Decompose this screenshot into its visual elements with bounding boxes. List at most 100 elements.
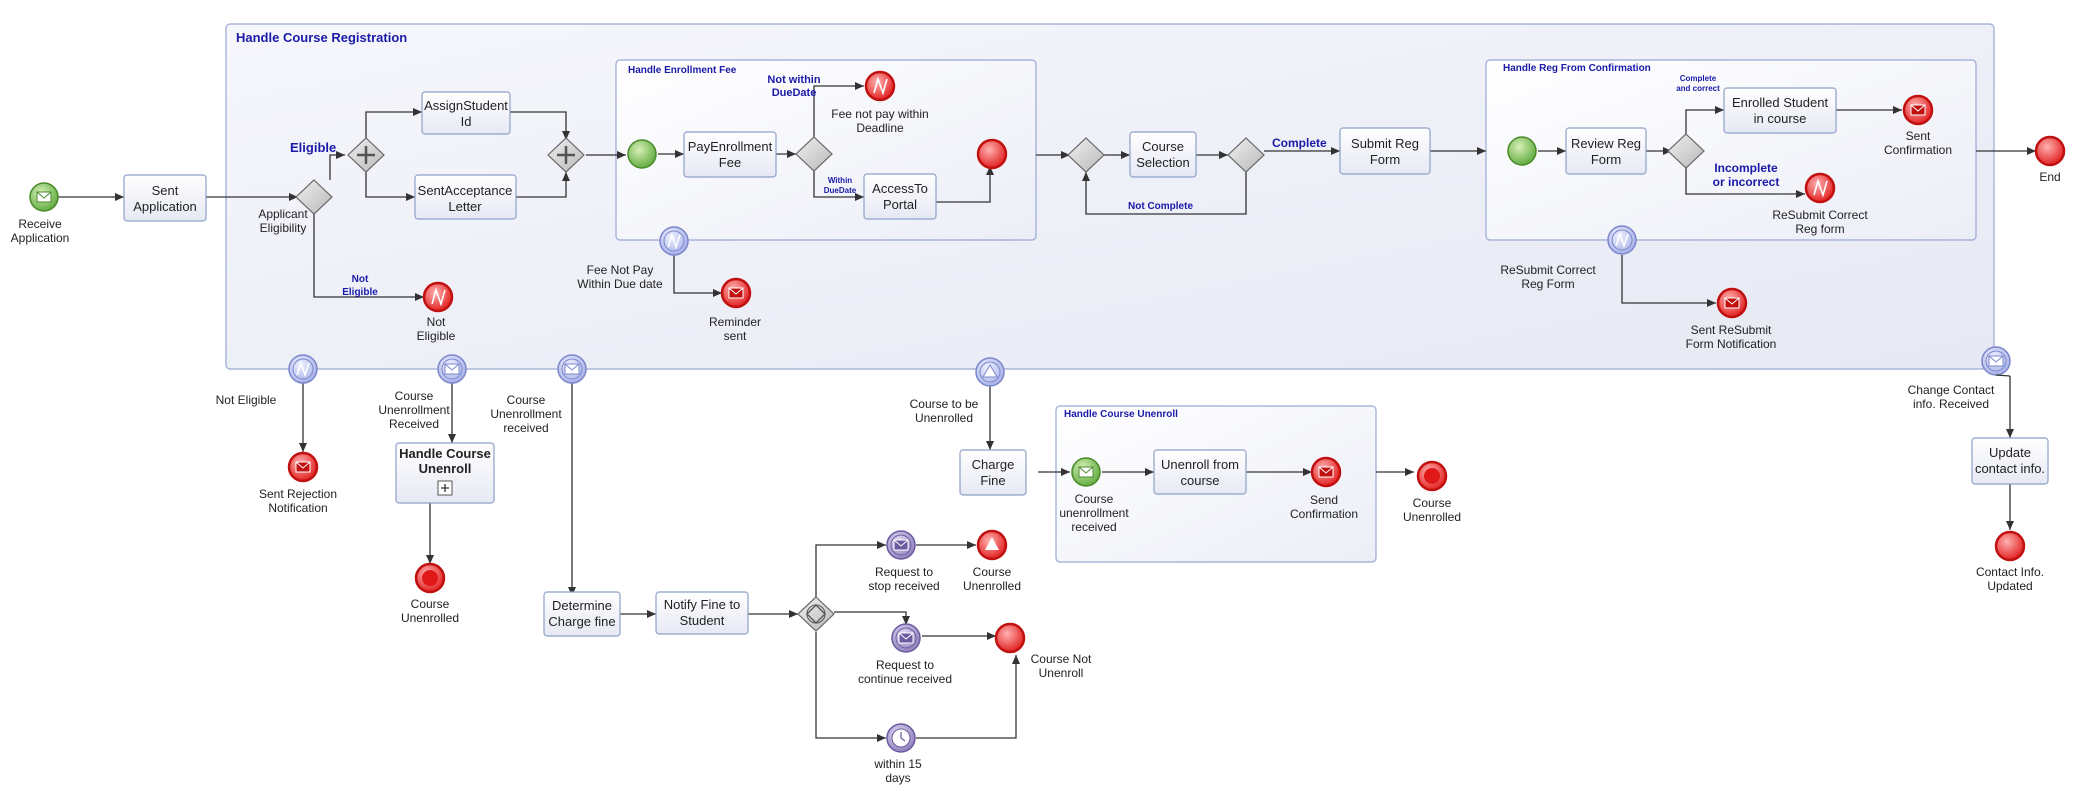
boundary-course-unenrollment-1[interactable]: [437, 354, 467, 384]
message-icon: [1078, 466, 1094, 478]
end-event-reminder-sent[interactable]: [720, 277, 752, 309]
task-handle-course-unenroll[interactable]: [395, 442, 495, 504]
message-icon: [898, 632, 914, 644]
catch-request-to-continue[interactable]: [891, 623, 921, 653]
task-notify-fine[interactable]: [655, 591, 749, 635]
task-submit-reg-form[interactable]: [1339, 127, 1431, 175]
end-event-send-confirmation[interactable]: [1310, 456, 1342, 488]
label-end: End: [2039, 170, 2060, 184]
end-event-course-unenrolled-2[interactable]: [1416, 460, 1448, 492]
flow-label-incomplete-or-incorrect: Incomplete: [1714, 161, 1778, 175]
label-course-unenrolled-3: Course: [973, 565, 1012, 579]
flow-label-complete-and-correct: Complete: [1680, 74, 1717, 83]
flow-label-not-within-due-date: Not within: [767, 74, 820, 86]
boundary-fee-not-pay[interactable]: [659, 226, 689, 256]
terminate-icon: [1424, 468, 1440, 484]
error-icon: [1615, 231, 1629, 249]
catch-request-to-stop[interactable]: [886, 530, 916, 560]
start-event-reg-confirmation[interactable]: [1507, 136, 1537, 166]
label-reminder-sent: Reminder: [709, 315, 761, 329]
boundary-course-unenrollment-2[interactable]: [557, 354, 587, 384]
catch-within-15-days[interactable]: [886, 723, 916, 753]
end-event-end[interactable]: [2034, 135, 2066, 167]
task-determine-charge-fine[interactable]: [543, 591, 621, 637]
error-icon: [1813, 178, 1828, 198]
end-event-not-eligible[interactable]: [422, 281, 454, 313]
label-course-unenrolled-2: Course: [1413, 496, 1452, 510]
label-resubmit-boundary: ReSubmit Correct: [1500, 263, 1596, 277]
signal-icon: [985, 537, 999, 550]
exclusive-gateway-eligibility[interactable]: [295, 179, 333, 215]
task-review-reg-form[interactable]: [1565, 127, 1647, 175]
label-not-eligible-boundary: Not Eligible: [216, 393, 277, 407]
boundary-resubmit[interactable]: [1607, 225, 1637, 255]
task-access-to-portal[interactable]: [863, 173, 937, 220]
end-event-sent-rejection[interactable]: [287, 451, 319, 483]
end-event-resubmit-correct[interactable]: [1804, 172, 1836, 204]
task-assign-student-id[interactable]: [421, 91, 511, 135]
end-event-fee-not-pay[interactable]: [864, 70, 896, 102]
exclusive-gateway-due-date[interactable]: [795, 136, 833, 172]
task-charge-fine[interactable]: [959, 449, 1027, 496]
task-sent-acceptance-letter[interactable]: [414, 174, 517, 220]
label-receive-application: Receive: [18, 217, 62, 231]
message-icon: [36, 191, 52, 203]
end-event-sent-confirmation[interactable]: [1902, 94, 1934, 126]
label-sent-rejection: Sent Rejection: [259, 487, 337, 501]
task-enrolled-student[interactable]: [1723, 87, 1837, 134]
boundary-course-to-be-unenrolled[interactable]: [975, 357, 1005, 387]
exclusive-gateway-merge[interactable]: [1067, 137, 1105, 173]
event-based-gateway[interactable]: [797, 596, 835, 632]
gateways: [295, 133, 1705, 632]
message-icon: [444, 363, 460, 375]
end-event-sent-resubmit[interactable]: [1716, 287, 1748, 319]
task-course-selection[interactable]: [1129, 131, 1197, 178]
subprocess-reg-confirmation[interactable]: [1485, 59, 1977, 241]
label-sent-resubmit: Sent ReSubmit: [1691, 323, 1772, 337]
terminate-icon: [422, 570, 438, 586]
boundary-not-eligible[interactable]: [288, 354, 318, 384]
task-update-contact[interactable]: [1971, 437, 2049, 485]
exclusive-gateway-review[interactable]: [1667, 133, 1705, 169]
error-icon: [873, 76, 888, 96]
end-event-course-unenrolled-terminate[interactable]: [414, 562, 446, 594]
message-icon: [295, 461, 311, 473]
label-course-unenrolled-1: Course: [411, 597, 450, 611]
end-event-course-not-unenroll[interactable]: [994, 622, 1026, 654]
label-fee-not-pay-boundary: Fee Not Pay: [587, 263, 654, 277]
start-event-enrollment-fee[interactable]: [627, 139, 657, 169]
task-sent-application[interactable]: [123, 174, 207, 222]
end-event-contact-updated[interactable]: [1994, 530, 2026, 562]
boundary-change-contact[interactable]: [1981, 346, 2011, 376]
end-event-course-unenrolled-3[interactable]: [976, 529, 1008, 561]
task-pay-enrollment-fee[interactable]: [683, 131, 777, 178]
end-event-enrollment-fee[interactable]: [976, 138, 1008, 170]
task-unenroll-from-course[interactable]: [1153, 449, 1247, 495]
events: [29, 70, 2066, 753]
exclusive-gateway-complete[interactable]: [1227, 137, 1265, 173]
label-change-contact: Change Contact: [1908, 383, 1995, 397]
label-applicant-eligibility: Applicant: [258, 207, 308, 221]
label-fee-not-pay-deadline: Fee not pay within: [831, 107, 928, 121]
subprocess-enrollment-fee-title: Handle Enrollment Fee: [628, 65, 737, 76]
